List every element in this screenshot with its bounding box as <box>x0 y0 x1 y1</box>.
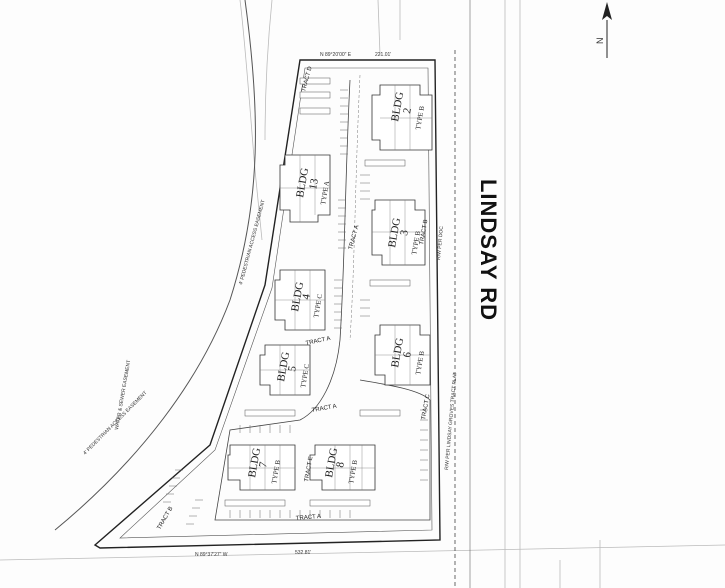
tract-label: TRACT B <box>419 219 429 245</box>
ped-easement-note-1: 4' PEDESTRIAN ACCESS EASEMENT <box>238 199 266 285</box>
bldg-2-label: BLDG <box>389 91 406 123</box>
road-name-label: LINDSAY RD <box>476 178 501 322</box>
bearing-bottom: N 89°37'27" W <box>195 552 228 558</box>
bldg-13-footprint <box>279 154 331 223</box>
bldg-8-number: 8 <box>334 461 347 469</box>
building-labels: BLDG 2 TYPE B BLDG 13 TYPE A BLDG 3 TYPE… <box>246 91 426 484</box>
tract-label: TRACT A <box>311 404 337 414</box>
tract-label: TRACT C <box>421 393 432 420</box>
bldg-4-label: BLDG <box>289 281 306 313</box>
bldg-6-label: BLDG <box>389 337 406 369</box>
distance-top: 221.01' <box>375 52 391 58</box>
bldg-3-label: BLDG <box>386 217 403 249</box>
bldg-5-number: 5 <box>286 365 299 373</box>
site-inner-boundary <box>119 67 433 539</box>
sewer-easement-note: WATER & SEWER EASEMENT <box>114 360 132 431</box>
east-row-note: R/W PER DOC <box>436 226 445 261</box>
bldg-7-number: 7 <box>257 461 270 469</box>
south-row-note: R/W PER LINDSAY GROVES TRACT PLAT <box>444 372 459 470</box>
tract-label: TRACT A <box>305 336 331 347</box>
bldg-8-label: BLDG <box>323 447 340 479</box>
bldg-2-footprint <box>371 84 433 151</box>
tract-label: TRACT E <box>304 456 314 482</box>
site-boundary <box>93 59 441 549</box>
building-footprints <box>227 84 433 491</box>
bldg-3-footprint <box>371 199 426 266</box>
tract-label: TRACT B <box>157 506 175 531</box>
bldg-7-label: BLDG <box>246 447 263 479</box>
bldg-13-number: 13 <box>307 177 321 190</box>
bldg-4-number: 4 <box>300 293 313 301</box>
distance-bottom: 532.81' <box>295 550 311 556</box>
bldg-7-footprint <box>227 444 296 491</box>
drive-centerline <box>349 74 361 341</box>
bldg-6-number: 6 <box>401 351 414 359</box>
north-arrow: N <box>595 2 612 58</box>
bldg-5-label: BLDG <box>275 351 292 383</box>
tract-label: TRACT A <box>296 514 322 522</box>
parking-stalls <box>163 89 428 525</box>
tract-label: TRACT A <box>348 225 360 251</box>
west-curve-line <box>54 0 256 531</box>
north-arrow-label: N <box>595 38 605 45</box>
garage-rows <box>224 77 411 507</box>
bearing-top: N 89°20'00" E <box>320 52 352 58</box>
bldg-8-footprint <box>309 444 376 491</box>
unit-divisions <box>228 85 432 490</box>
bldg-13-label: BLDG <box>294 167 311 199</box>
bldg-3-number: 3 <box>398 229 411 237</box>
bldg-2-number: 2 <box>401 107 414 115</box>
internal-drive <box>214 79 431 521</box>
